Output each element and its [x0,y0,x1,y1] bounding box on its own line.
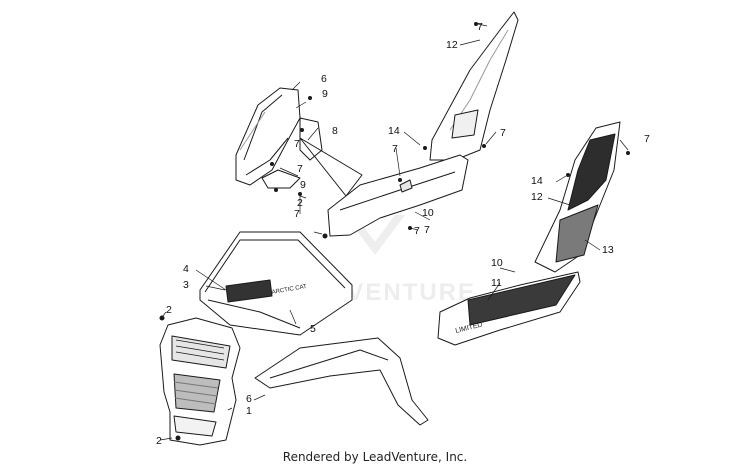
callout-7-f: 7 [294,208,300,220]
clip-2 [566,173,570,177]
callout-12-center: 12 [446,39,458,51]
callout-2-left: 2 [166,304,172,316]
callout-7-g: 7 [424,224,430,236]
callout-7-a: 7 [477,21,483,33]
leader-lines [159,23,629,441]
callout-6-seat: 6 [321,73,327,85]
clip-1 [423,146,427,150]
rivet-bottom [175,435,181,441]
callout-4: 4 [183,263,189,275]
fender [254,337,429,426]
side-panel-lower-right [437,271,581,346]
callout-1: 1 [246,405,252,417]
side-panel-upper [429,11,519,161]
seat-cover [235,87,301,186]
callout-6-fender: 6 [246,393,252,405]
callout-7-e: 7 [297,163,303,175]
nut-1 [308,96,312,100]
rivet-hood [322,233,328,239]
callout-2-bottom: 2 [156,435,162,447]
callout-7-h: 7 [294,138,300,150]
side-panel-upper-right [534,121,621,273]
callout-14-center: 14 [388,125,400,137]
render-credit: Rendered by LeadVenture, Inc. [282,450,468,464]
callout-5: 5 [310,323,316,335]
callout-7-d: 7 [644,133,650,145]
callout-7-i: 7 [414,225,420,237]
screw-7 [298,192,302,196]
callout-9-b: 9 [300,179,306,191]
screw-6 [270,162,274,166]
bracket [261,117,363,197]
callout-11: 11 [491,277,502,289]
callout-labels: 1 2 2 2 3 4 5 6 6 7 7 7 7 7 7 7 7 7 8 9 … [156,21,650,447]
rivet-top-left [159,315,165,321]
fasteners [159,22,630,441]
callout-13: 13 [602,244,614,256]
hood-panel [199,231,353,336]
screw-3 [398,178,402,182]
callout-2-hood: 2 [297,197,303,209]
screw-1 [474,22,478,26]
callout-8: 8 [332,125,338,137]
callout-12-right: 12 [531,191,543,203]
screw-5 [300,128,304,132]
callout-7-b: 7 [500,127,506,139]
front-bezel [159,317,241,446]
callout-9-a: 9 [322,88,328,100]
callout-10-center: 10 [422,207,434,219]
screw-2 [482,144,486,148]
callout-7-c: 7 [392,143,398,155]
callout-3: 3 [183,279,189,291]
nut-2 [274,188,278,192]
callout-14-right: 14 [531,175,543,187]
screw-4 [626,151,630,155]
callout-10-right: 10 [491,257,503,269]
